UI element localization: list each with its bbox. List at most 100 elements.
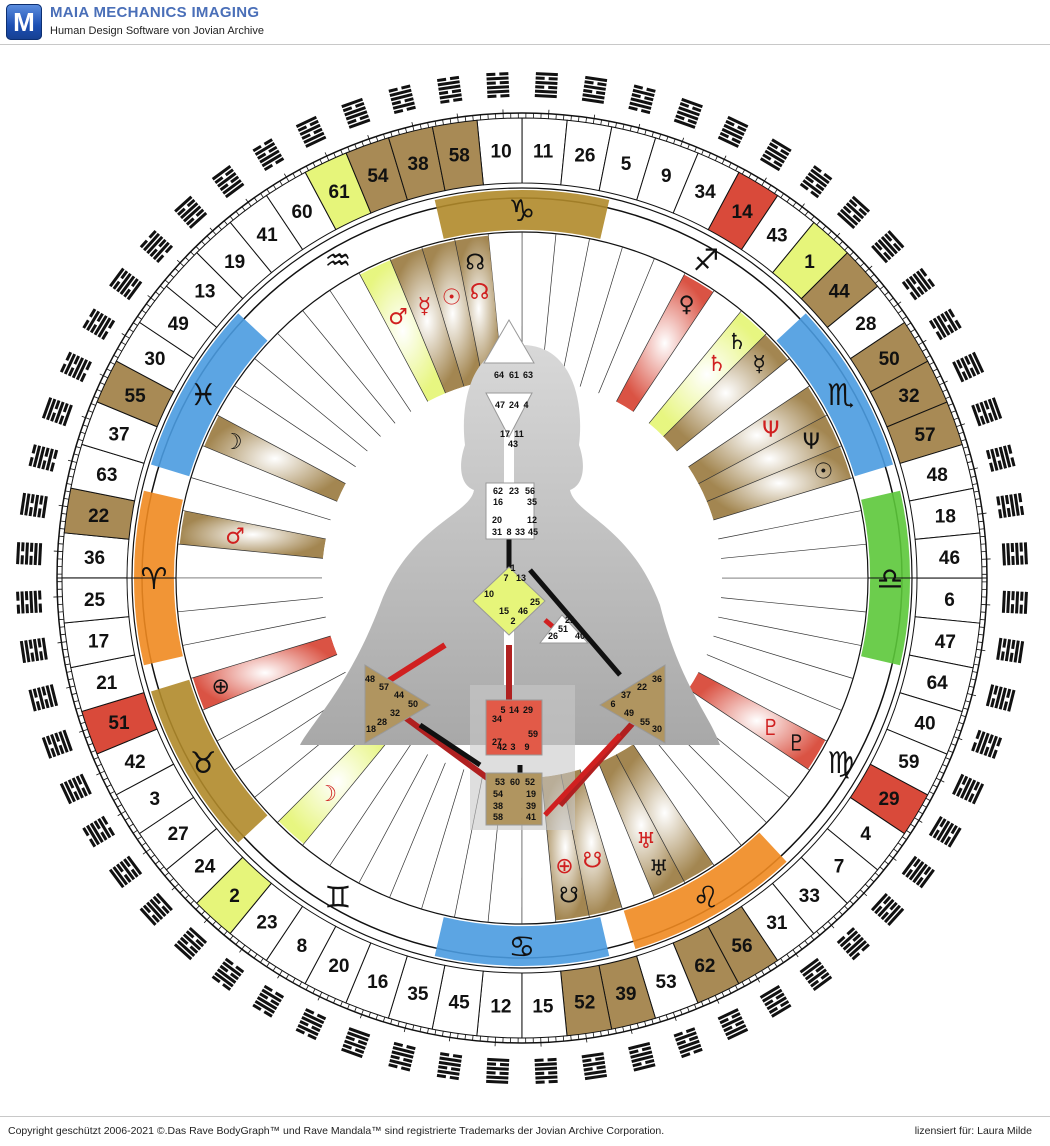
activated-gate-ray	[204, 416, 345, 502]
gate-number: 42	[124, 752, 145, 773]
bodygraph-gate-label: 56	[525, 486, 535, 496]
zodiac-sign-icon: ♉	[190, 746, 217, 781]
bodygraph-gate-label: 55	[640, 717, 650, 727]
hexagram-icon	[60, 774, 92, 805]
license-text: lizensiert für: Laura Milde	[915, 1125, 1032, 1137]
personality-planet-icon: ⊕	[211, 675, 229, 700]
gate-number: 44	[829, 282, 851, 303]
design-planet-icon: ☉	[442, 286, 462, 311]
gate-number: 23	[256, 913, 277, 934]
bodygraph-gate-label: 36	[652, 674, 662, 684]
hexagram-icon	[674, 1027, 703, 1058]
gate-number: 49	[168, 314, 189, 335]
hexagram-icon	[140, 893, 173, 926]
gate-number: 64	[927, 673, 949, 694]
gate-number: 16	[367, 972, 388, 993]
hexagram-icon	[42, 397, 73, 426]
hexagram-icon	[60, 352, 92, 383]
bodygraph-gate-label: 19	[526, 789, 536, 799]
bodygraph-gate-label: 34	[492, 714, 502, 724]
hexagram-icon	[140, 230, 173, 263]
hexagram-icon	[296, 116, 327, 148]
gate-number: 41	[257, 225, 279, 246]
design-planet-icon: ♅	[636, 829, 656, 854]
gate-number: 51	[108, 713, 130, 734]
gate-number: 38	[408, 154, 429, 175]
bodygraph-gate-label: 39	[526, 801, 536, 811]
hexagram-icon	[628, 1042, 655, 1072]
gate-number: 15	[532, 996, 554, 1017]
hexagram-icon	[535, 72, 558, 98]
bodygraph-gate-label: 16	[493, 497, 503, 507]
personality-planet-icon: ☽	[223, 430, 243, 455]
gate-number: 11	[533, 142, 554, 163]
bodygraph-gate-label: 51	[558, 624, 568, 634]
hexagram-icon	[341, 98, 370, 129]
hexagram-icon	[28, 684, 58, 711]
zodiac-sign-icon: ♏	[827, 378, 854, 413]
design-planet-icon: ☽	[317, 782, 337, 807]
hexagram-icon	[971, 397, 1002, 426]
bodygraph-gate-label: 37	[621, 690, 631, 700]
gate-number: 2	[229, 886, 240, 907]
hexagram-icon	[42, 730, 73, 759]
hexagram-icon	[16, 591, 42, 614]
gate-number: 39	[615, 984, 636, 1005]
bodygraph-gate-label: 22	[637, 682, 647, 692]
gate-number: 32	[898, 386, 919, 407]
gate-number: 60	[291, 202, 312, 223]
gate-number: 63	[96, 465, 117, 486]
gate-number: 5	[621, 154, 632, 175]
zodiac-sign-icon: ♊	[325, 881, 352, 916]
bodygraph-gate-label: 4	[523, 400, 528, 410]
personality-planet-icon: ☊	[465, 250, 485, 275]
personality-planet-icon: Ψ	[803, 430, 820, 455]
bodygraph-gate-label: 12	[527, 515, 537, 525]
gate-number: 37	[108, 425, 129, 446]
bodygraph-gate-label: 20	[492, 515, 502, 525]
bodygraph-gate-label: 28	[377, 717, 387, 727]
gate-number: 30	[144, 349, 165, 370]
hexagram-icon	[212, 958, 245, 991]
bodygraph-gate-label: 64	[494, 370, 504, 380]
gate-number: 58	[449, 146, 470, 167]
hexagram-icon	[996, 638, 1024, 663]
gate-number: 22	[88, 506, 109, 527]
gate-number: 7	[834, 856, 845, 877]
bodygraph-gate-label: 62	[493, 486, 503, 496]
gate-number: 18	[935, 506, 956, 527]
gate-number: 26	[574, 146, 595, 167]
hexagram-icon	[252, 985, 284, 1018]
hexagram-icon	[486, 1058, 509, 1084]
hexagram-icon	[1002, 591, 1028, 614]
gate-number: 35	[407, 984, 429, 1005]
hexagram-icon	[952, 352, 984, 383]
gate-number: 54	[367, 166, 389, 187]
bodygraph-gate-label: 10	[484, 589, 494, 599]
gate-number: 62	[694, 956, 715, 977]
design-planet-icon: ♂	[388, 305, 408, 330]
bodygraph-gate-label: 44	[394, 690, 404, 700]
gate-number: 31	[766, 913, 788, 934]
design-planet-icon: ☊	[470, 280, 490, 305]
hexagram-icon	[535, 1058, 558, 1084]
hexagram-icon	[437, 1052, 462, 1080]
zodiac-sign-icon: ♍	[827, 746, 854, 781]
zodiac-sign-icon: ♒	[325, 243, 352, 278]
footer-bar: Copyright geschützt 2006-2021 ©.Das Rave…	[0, 1116, 1050, 1146]
bodygraph-gate-label: 57	[379, 682, 389, 692]
zodiac-sign-icon: ♎	[877, 562, 904, 597]
zodiac-sign-icon: ♑	[509, 194, 536, 229]
gate-number: 33	[799, 886, 820, 907]
hexagram-icon	[718, 116, 749, 148]
bodygraph-gate-label: 42	[497, 742, 507, 752]
hexagram-icon	[437, 76, 462, 104]
design-planet-icon: ☿	[418, 294, 432, 319]
gate-number: 3	[150, 789, 161, 810]
hexagram-icon	[718, 1008, 749, 1040]
gate-number: 57	[914, 425, 935, 446]
design-planet-icon: Ψ	[762, 418, 779, 443]
bodygraph-gate-label: 23	[509, 486, 519, 496]
bodygraph-gate-label: 35	[527, 497, 537, 507]
hexagram-icon	[837, 927, 870, 960]
